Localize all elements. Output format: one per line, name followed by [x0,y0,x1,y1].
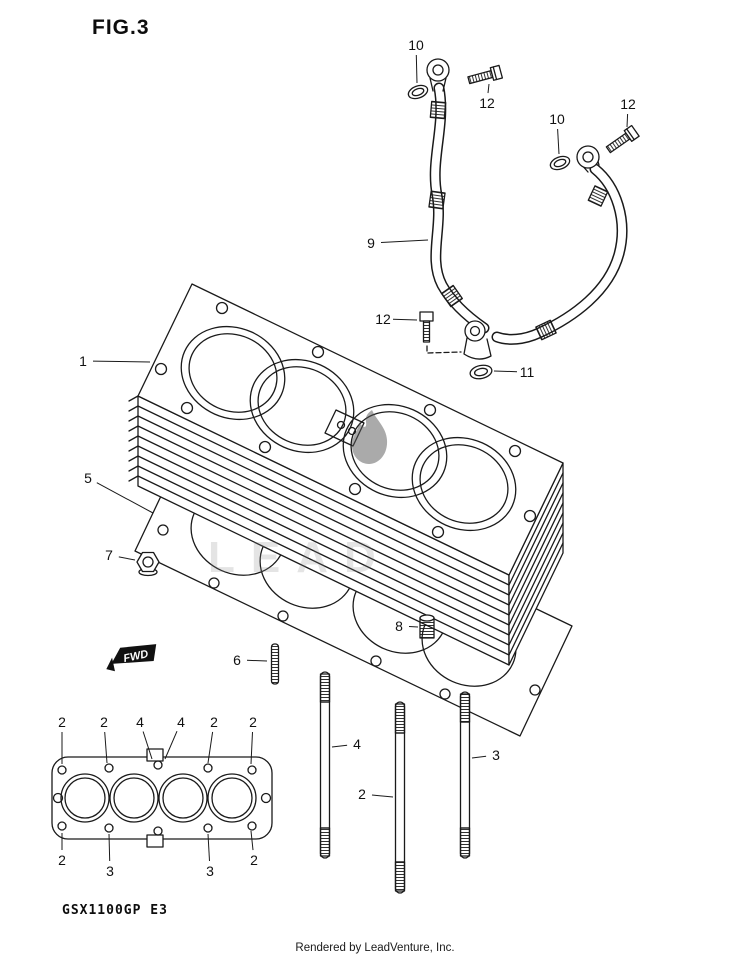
stud-right [459,691,471,859]
small-stud [270,643,280,685]
banjo-fitting [426,58,450,82]
banjo-fitting [576,145,600,169]
hose-crimp [429,100,447,120]
model-code: GSX1100GP E3 [62,903,168,918]
hose-crimp [587,185,609,207]
fwd-label: FWD [122,648,149,665]
hose-crimp [428,190,446,210]
union-fitting [463,320,493,380]
fwd-marker: FWD [106,644,157,672]
banjo-bolt [467,64,504,85]
banjo-bolt [419,311,462,354]
sealing-washer [407,84,429,100]
oil-hose-right [491,145,628,345]
head-gasket [51,748,273,848]
dowel-pin [419,614,435,639]
stud-holes-top [154,301,537,539]
hose-crimp [441,284,463,308]
cylinder-block [128,283,564,666]
hose-crimp [535,319,557,341]
cooling-fins-left [128,395,139,482]
figure-title: FIG.3 [92,16,150,39]
watermark-logo [351,410,388,464]
cooling-fins-front [137,405,510,656]
watermark-text: LEAD [208,533,392,582]
stud-center [394,701,406,894]
nut [136,551,160,577]
banjo-bolt [605,124,640,154]
oil-hose-left [426,58,490,334]
sealing-washer [549,155,571,171]
cylinder-bores [180,325,517,532]
stud-left [319,671,331,859]
footer-credit: Rendered by LeadVenture, Inc. [295,942,455,954]
cooling-fins-right [508,472,564,656]
